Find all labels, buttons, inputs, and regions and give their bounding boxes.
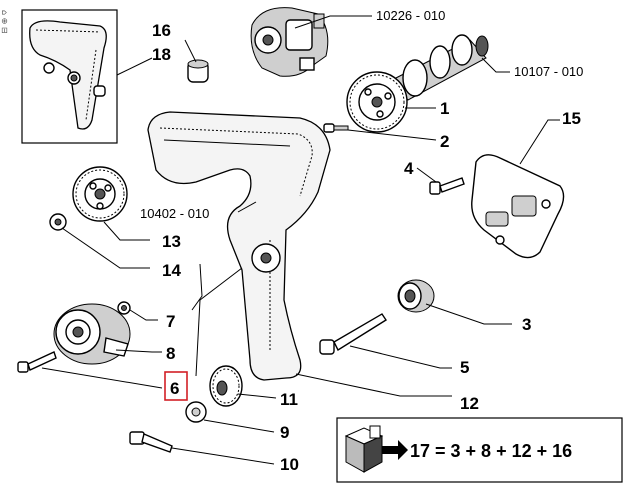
callout-8[interactable]: 8: [166, 344, 175, 363]
crankshaft-sprocket: [209, 365, 243, 407]
inset-belt-detail: [21, 9, 118, 144]
part-ref-pump[interactable]: 10226 - 010: [376, 8, 445, 23]
callout-16[interactable]: 16: [152, 21, 171, 40]
callout-6[interactable]: 6: [170, 379, 179, 398]
highlight-box: [164, 371, 188, 401]
part-ref-camshaft[interactable]: 10107 - 010: [514, 64, 583, 79]
callout-7[interactable]: 7: [166, 312, 175, 331]
timing-belt: [147, 111, 331, 381]
kit-box: 17 = 3 + 8 + 12 + 16: [336, 417, 623, 483]
sprocket-bolt: [323, 123, 349, 133]
camshaft-sprocket: [346, 71, 408, 133]
tensioner-pulley: [53, 303, 131, 365]
callout-5[interactable]: 5: [460, 358, 469, 377]
kit-formula: 17 = 3 + 8 + 12 + 16: [410, 441, 572, 461]
fuel-pump-assembly: [250, 7, 329, 77]
callout-14[interactable]: 14: [162, 261, 181, 280]
tensioner-stud: [429, 177, 465, 195]
bolt-5: [319, 313, 387, 355]
callout-4[interactable]: 4: [404, 159, 414, 178]
callout-2[interactable]: 2: [440, 132, 449, 151]
callout-15[interactable]: 15: [562, 109, 581, 128]
callout-1[interactable]: 1: [440, 99, 449, 118]
kit-package-icon: [344, 425, 408, 473]
callout-12[interactable]: 12: [460, 394, 479, 413]
bolt-10: [129, 431, 173, 453]
view-tool-icons[interactable]: ⌂ ⊕ ⊟: [0, 10, 9, 34]
injection-pump-sprocket: [72, 166, 128, 222]
cap-16: [187, 59, 209, 83]
idler-pulley-3: [397, 279, 435, 313]
nut-7: [117, 301, 131, 315]
part-ref-belt[interactable]: 10402 - 010: [140, 206, 209, 221]
callout-18[interactable]: 18: [152, 45, 171, 64]
callout-10[interactable]: 10: [280, 455, 299, 474]
belt-cover-plate: [471, 154, 565, 259]
callout-11[interactable]: 11: [280, 390, 298, 409]
nut-14: [49, 213, 67, 231]
belt-idler: [251, 243, 281, 273]
callout-9[interactable]: 9: [280, 423, 289, 442]
callout-13[interactable]: 13: [162, 232, 181, 251]
callout-3[interactable]: 3: [522, 315, 531, 334]
leader-lines: [41, 15, 560, 465]
bolt-6: [17, 351, 57, 373]
camshaft: [391, 34, 489, 101]
washer-9: [185, 401, 207, 423]
